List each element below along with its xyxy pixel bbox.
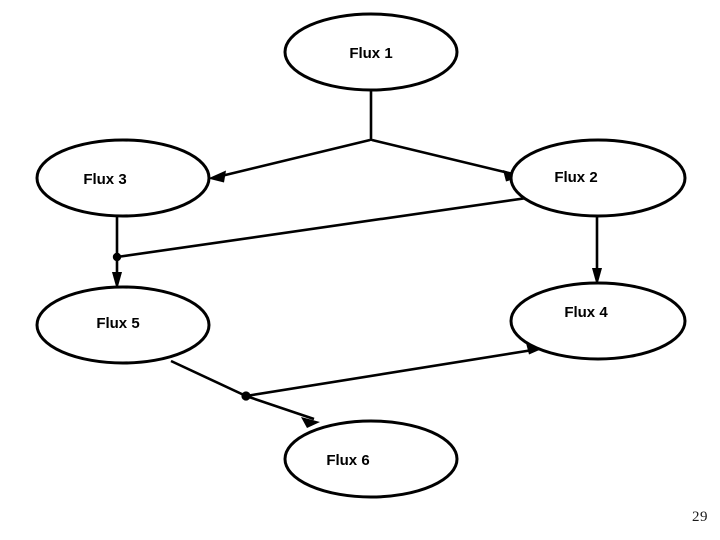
node-flux-3-ellipse <box>35 138 211 218</box>
arrow-head-into-flux4-top <box>592 268 602 286</box>
node-flux-1-ellipse <box>283 12 459 92</box>
arrow-head-into-flux6 <box>301 417 320 428</box>
node-flux-1-label: Flux 1 <box>349 45 392 62</box>
edge-flux1-to-flux3 <box>212 138 371 180</box>
page-number: 29 <box>692 509 708 525</box>
node-flux-4-label: Flux 4 <box>564 304 608 321</box>
edge-flux2-to-junction <box>116 195 535 259</box>
node-flux-4[interactable]: Flux 4 <box>509 281 687 361</box>
node-flux-1[interactable]: Flux 1 <box>283 12 459 92</box>
arrow-head-into-flux5 <box>112 272 122 290</box>
arrow-head-into-flux3 <box>208 170 226 183</box>
edge-junction-to-flux6 <box>245 394 315 421</box>
node-flux-2-label: Flux 2 <box>554 169 597 186</box>
node-flux-5[interactable]: Flux 5 <box>35 285 211 365</box>
node-flux-5-ellipse <box>35 285 211 365</box>
node-flux-2[interactable]: Flux 2 <box>509 138 687 218</box>
node-flux-6[interactable]: Flux 6 <box>283 419 459 499</box>
junction-dot-left <box>112 252 122 262</box>
node-flux-6-ellipse <box>283 419 459 499</box>
node-flux-3[interactable]: Flux 3 <box>35 138 211 218</box>
edge-junction-to-flux4 <box>245 347 540 398</box>
junction-dot-bottom <box>241 391 251 401</box>
node-flux-6-label: Flux 6 <box>326 452 369 469</box>
node-flux-5-label: Flux 5 <box>96 315 139 332</box>
edge-flux1-to-flux2 <box>371 138 518 177</box>
node-flux-2-ellipse <box>509 138 687 218</box>
edge-flux5-to-junction <box>170 359 247 398</box>
node-flux-4-ellipse <box>509 281 687 361</box>
node-flux-3-label: Flux 3 <box>83 171 126 188</box>
